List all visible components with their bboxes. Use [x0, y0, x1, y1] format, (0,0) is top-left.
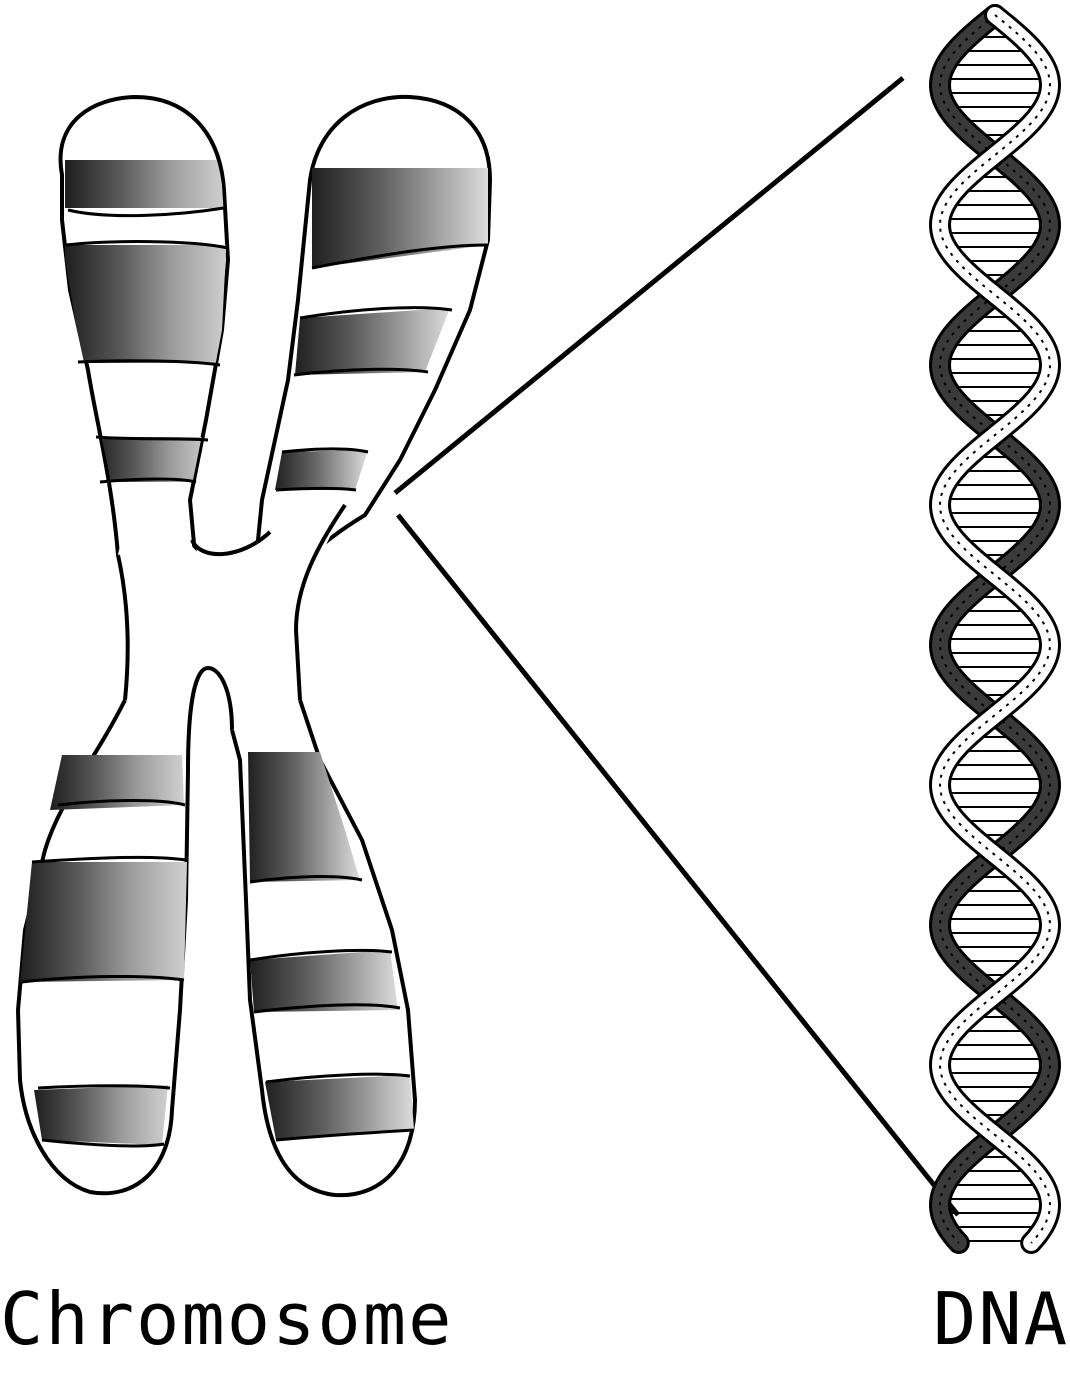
dna-double-helix	[940, 15, 1050, 1243]
chromosome-band	[95, 437, 210, 482]
zoom-line-bottom	[398, 515, 958, 1215]
chromosome-label: Chromosome	[0, 1283, 453, 1355]
chromosome	[18, 97, 490, 1195]
chromosome-band	[65, 160, 225, 208]
chromatid-lower-right	[232, 700, 415, 1195]
dna-label: DNA	[933, 1283, 1069, 1355]
chromatid-upper-right	[258, 97, 490, 565]
chromosome-band	[20, 862, 187, 982]
chromosome-band	[295, 308, 450, 375]
chromatid-lower-left	[18, 668, 232, 1193]
chromosome-band	[34, 1085, 168, 1145]
chromosome-band	[250, 950, 398, 1012]
centromere	[118, 505, 345, 705]
chromosome-band	[275, 450, 368, 490]
chromosome-band	[65, 245, 228, 363]
chromatid-upper-left	[61, 97, 228, 580]
